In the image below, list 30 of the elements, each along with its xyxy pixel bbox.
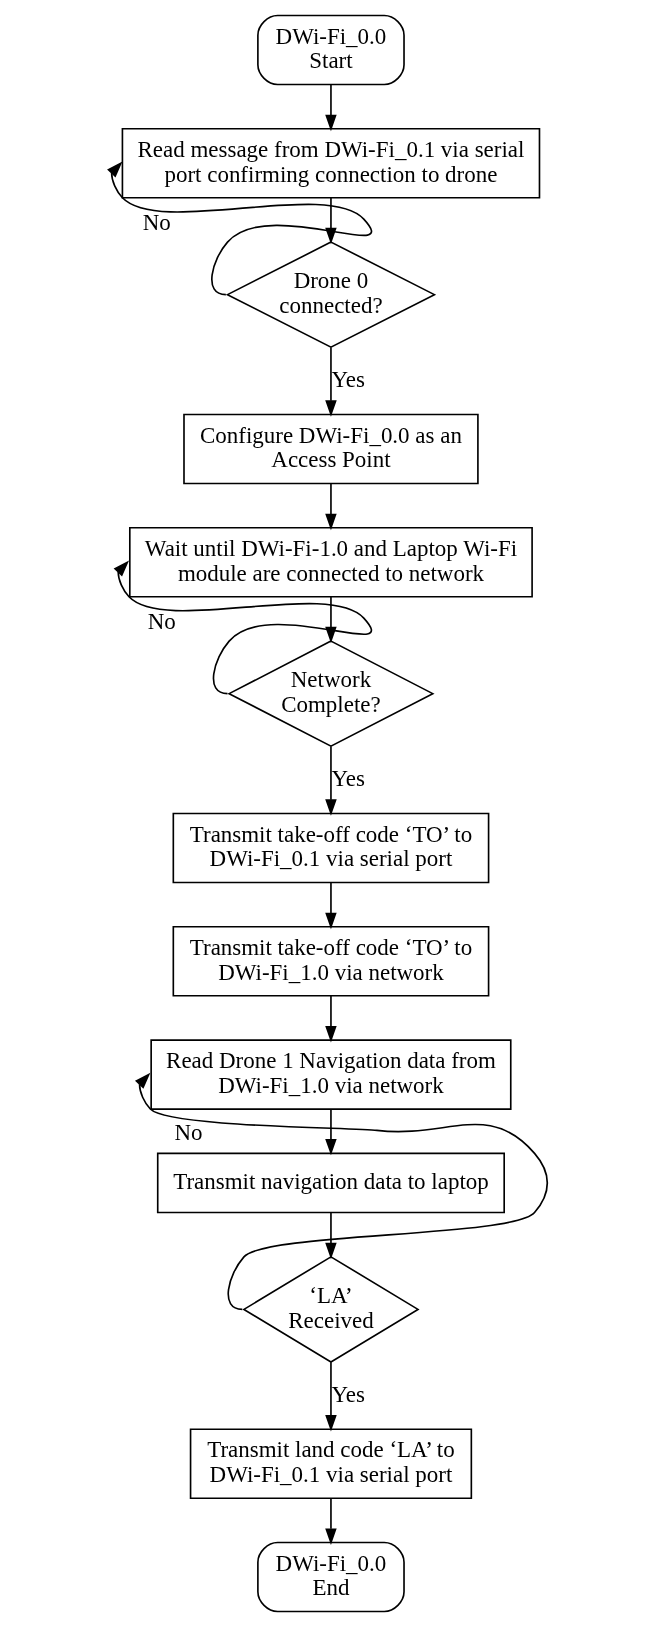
edge-label: No [174,1119,203,1145]
node-box: Transmit take-off code ‘TO’ to DWi-Fi_1.0 via network [172,925,490,997]
arrow [325,745,337,816]
node-box: Transmit land code ‘LA’ to DWi-Fi_0.1 via serial port [189,1428,473,1500]
node-diamond: Network Complete? [227,640,435,748]
node-diamond: Drone 0 connected? [225,241,437,349]
arrow [325,346,337,417]
node-box: DWi-Fi_0.0 Start [257,14,405,86]
arrow [325,1108,337,1156]
edge-label: Yes [331,1381,365,1407]
node-diamond: ‘LA’ Received [242,1255,420,1363]
node-box: Transmit navigation data to laptop [156,1152,505,1214]
arrow [325,83,337,132]
edge-label: No [142,210,171,236]
arrow [325,1361,337,1432]
edge-label: Yes [331,765,365,791]
arrow [325,1211,337,1260]
arrow [325,995,337,1043]
edge-label: Yes [331,366,365,392]
node-box: Configure DWi-Fi_0.0 as an Access Point [183,413,479,485]
node-box: Read message from DWi-Fi_0.1 via serial port confirming connection to drone [121,127,541,199]
arrow [325,881,337,930]
arrow [325,482,337,531]
arrow [325,1497,337,1545]
node-box: Read Drone 1 Navigation data from DWi-Fi_1.0 via network [150,1039,512,1110]
node-box: DWi-Fi_0.0 End [257,1541,405,1613]
node-box: Wait until DWi-Fi-1.0 and Laptop Wi-Fi module are connected to network [129,526,533,598]
arrow [113,560,372,695]
edge-label: No [147,608,176,634]
node-box: Transmit take-off code ‘TO’ to DWi-Fi_0.1 via serial port [172,812,490,884]
